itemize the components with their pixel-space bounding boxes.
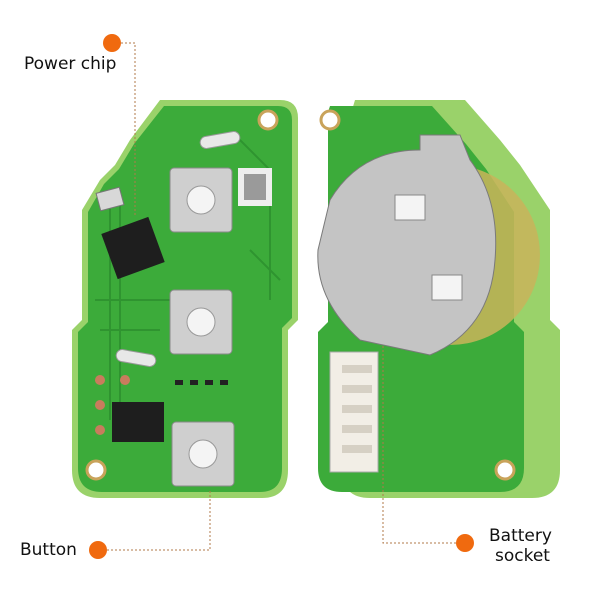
left-pcb-front xyxy=(72,100,298,498)
button-component-bottom xyxy=(171,421,235,487)
button-component-top xyxy=(169,167,233,233)
button-component-middle xyxy=(169,289,233,355)
right-pcb-back xyxy=(317,100,560,498)
connector xyxy=(329,351,379,473)
battery-socket-label: Battery socket xyxy=(489,526,552,566)
power-chip xyxy=(101,216,165,280)
battery-socket-label-line1: Battery xyxy=(489,526,552,546)
button-marker-dot xyxy=(89,541,107,559)
battery-socket xyxy=(317,134,497,356)
leader-lines xyxy=(107,42,456,551)
power-chip-marker-dot xyxy=(103,34,121,52)
battery-socket-marker-dot xyxy=(456,534,474,552)
battery-socket-label-line2: socket xyxy=(495,546,550,566)
power-chip-label: Power chip xyxy=(24,54,117,74)
button-label: Button xyxy=(20,540,77,560)
